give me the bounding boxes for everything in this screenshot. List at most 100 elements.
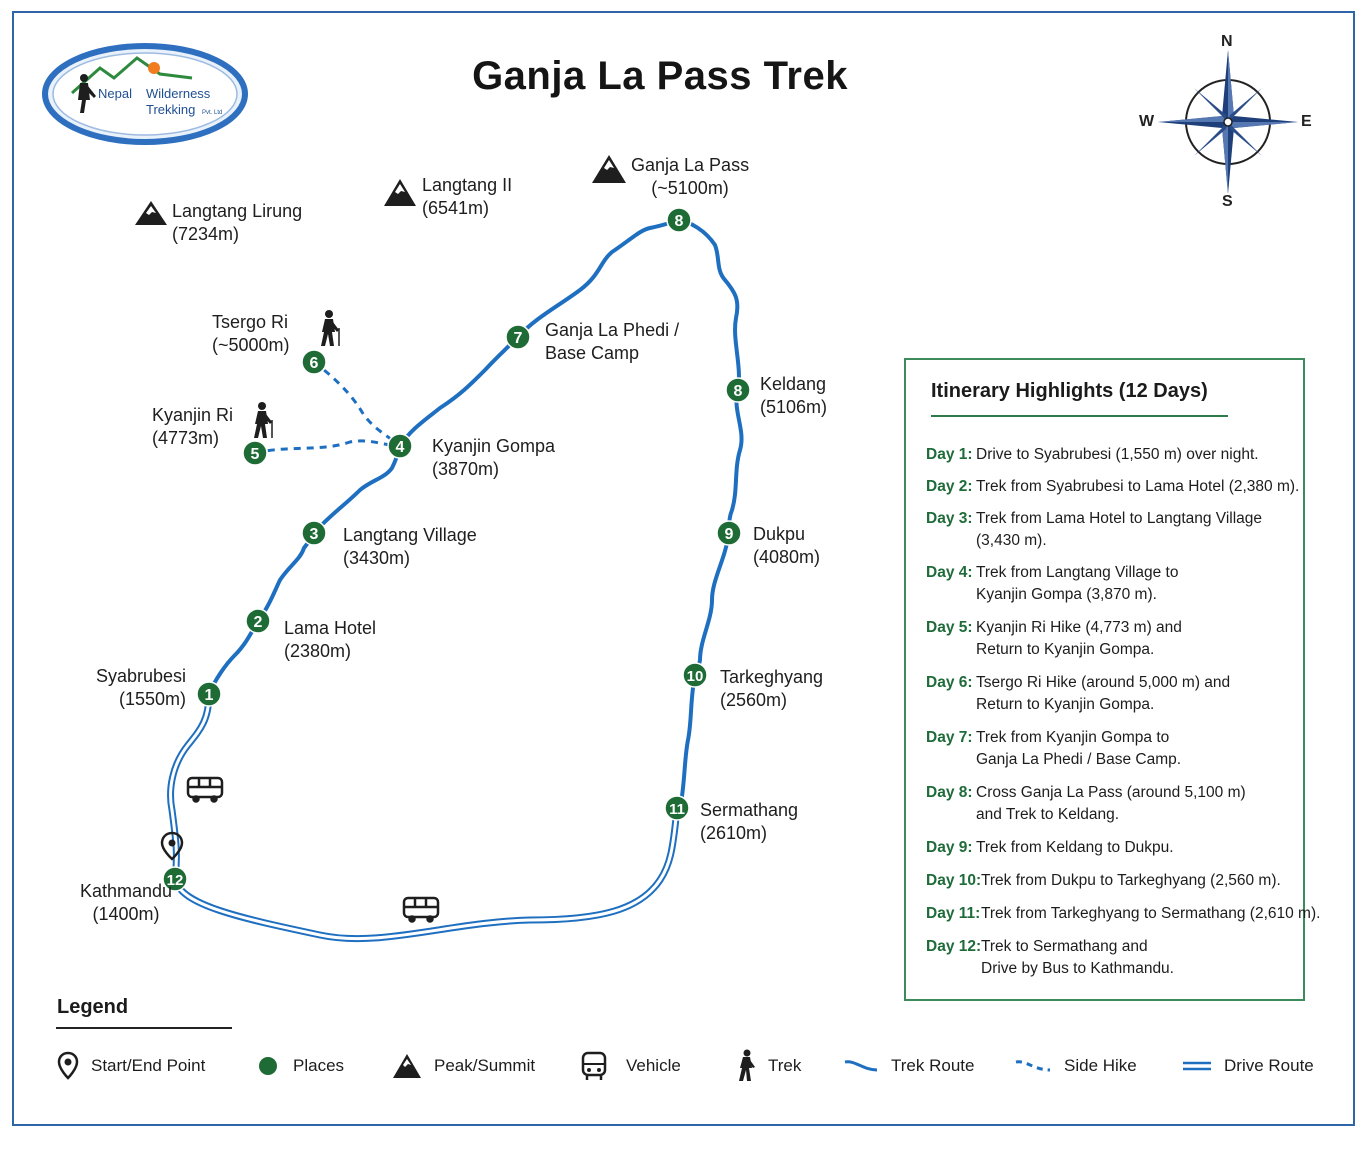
itinerary-day-3: Day 3:Trek from Lama Hotel to Langtang V… xyxy=(926,508,1262,552)
itinerary-day-label: Day 10: xyxy=(926,872,982,889)
trek-route-line-icon xyxy=(844,1060,878,1072)
stop-label-dukpu: Dukpu(4080m) xyxy=(753,524,821,567)
compass-east-label: E xyxy=(1301,113,1312,130)
peak-icon xyxy=(393,1054,421,1078)
stop-marker-8-pass: 8 xyxy=(666,207,692,233)
legend-item-vehicle: Vehicle xyxy=(580,1046,681,1086)
itinerary-day-text: Trek from Kyanjin Gompa to Ganja La Phed… xyxy=(976,729,1182,768)
stop-number: 8 xyxy=(734,383,743,400)
stop-number: 3 xyxy=(310,526,319,543)
stop-number: 5 xyxy=(251,446,260,463)
compass-north-label: N xyxy=(1221,33,1233,50)
stop-marker-3: 3 xyxy=(301,520,327,546)
itinerary-day-label: Day 7: xyxy=(926,729,973,746)
side-hike-line-icon xyxy=(1015,1060,1051,1072)
itinerary-day-label: Day 6: xyxy=(926,674,973,691)
map-title: Ganja La Pass Trek xyxy=(472,54,848,98)
itinerary-day-text: Tsergo Ri Hike (around 5,000 m) and Retu… xyxy=(976,674,1231,713)
stop-number: 8 xyxy=(675,213,684,230)
bus-icon xyxy=(186,776,224,803)
itinerary-day-text: Drive to Syabrubesi (1,550 m) over night… xyxy=(976,446,1259,463)
peak-icon xyxy=(592,155,626,183)
itinerary-day-1: Day 1:Drive to Syabrubesi (1,550 m) over… xyxy=(926,444,1259,466)
stop-marker-10: 10 xyxy=(682,662,708,688)
stop-label-ganja-la-phedi: Ganja La Phedi /Base Camp xyxy=(545,320,680,363)
map-frame xyxy=(12,11,1355,1126)
location-pin-icon xyxy=(57,1051,79,1080)
side-hike-route xyxy=(313,360,401,448)
itinerary-panel: Itinerary Highlights (12 Days) Day 1:Dri… xyxy=(904,358,1320,1001)
stop-number: 10 xyxy=(687,668,704,685)
peak-label-langtang-lirung: Langtang Lirung(7234m) xyxy=(172,201,303,244)
stop-number: 7 xyxy=(514,330,523,347)
drive-route-line-icon xyxy=(1183,1061,1211,1071)
itinerary-day-2: Day 2:Trek from Syabrubesi to Lama Hotel… xyxy=(926,476,1299,498)
stop-marker-7: 7 xyxy=(505,324,531,350)
stop-number: 9 xyxy=(725,526,734,543)
itinerary-day-4: Day 4:Trek from Langtang Village to Kyan… xyxy=(926,562,1178,606)
svg-text:Trekking: Trekking xyxy=(146,102,195,117)
itinerary-day-label: Day 11: xyxy=(926,905,981,922)
stop-number: 1 xyxy=(205,687,214,704)
itinerary-day-label: Day 3: xyxy=(926,510,973,527)
stop-marker-2: 2 xyxy=(245,608,271,634)
stop-marker-11: 11 xyxy=(664,795,690,821)
compass-south-label: S xyxy=(1222,193,1233,210)
itinerary-day-text: Kyanjin Ri Hike (4,773 m) and Return to … xyxy=(976,619,1182,658)
itinerary-day-label: Day 8: xyxy=(926,784,973,801)
stop-marker-4: 4 xyxy=(387,433,413,459)
hiker-icon xyxy=(321,310,340,346)
stop-number: 12 xyxy=(167,872,184,889)
trek-route xyxy=(207,217,744,810)
itinerary-day-text: Cross Ganja La Pass (around 5,100 m) and… xyxy=(976,784,1246,823)
itinerary-day-label: Day 9: xyxy=(926,839,973,856)
stop-label-kyanjin-ri: Kyanjin Ri(4773m) xyxy=(152,405,234,448)
bus-icon xyxy=(402,896,440,923)
peak-label-langtang-ii: Langtang II(6541m) xyxy=(422,175,513,218)
itinerary-day-11: Day 11:Trek from Tarkeghyang to Sermatha… xyxy=(926,903,1320,925)
legend-item-peak: Peak/Summit xyxy=(392,1046,535,1086)
itinerary-day-label: Day 2: xyxy=(926,478,973,495)
legend-item-drive-route: Drive Route xyxy=(1182,1046,1314,1086)
svg-text:Nepal: Nepal xyxy=(98,86,132,101)
itinerary-day-6: Day 6:Tsergo Ri Hike (around 5,000 m) an… xyxy=(926,672,1230,716)
stop-number: 6 xyxy=(310,355,319,372)
itinerary-day-12: Day 12:Trek to Sermathang and Drive by B… xyxy=(926,936,1174,980)
hiker-icon xyxy=(739,1049,755,1081)
itinerary-day-10: Day 10:Trek from Dukpu to Tarkeghyang (2… xyxy=(926,870,1281,892)
legend-item-trek: Trek xyxy=(736,1046,801,1086)
stop-marker-6: 6 xyxy=(301,349,327,375)
company-logo: Nepal Wilderness Trekking Pvt. Ltd xyxy=(42,43,248,145)
itinerary-title-underline xyxy=(931,415,1228,417)
legend-title: Legend xyxy=(57,996,129,1018)
itinerary-day-label: Day 12: xyxy=(926,938,982,955)
stop-label-syabrubesi: Syabrubesi(1550m) xyxy=(95,666,186,709)
itinerary-day-label: Day 4: xyxy=(926,564,973,581)
itinerary-day-9: Day 9:Trek from Keldang to Dukpu. xyxy=(926,837,1174,859)
peak-icon xyxy=(135,201,167,225)
svg-text:Pvt. Ltd: Pvt. Ltd xyxy=(202,110,222,116)
stop-label-sermathang: Sermathang(2610m) xyxy=(700,800,799,843)
itinerary-day-5: Day 5:Kyanjin Ri Hike (4,773 m) and Retu… xyxy=(926,617,1182,661)
stop-marker-5: 5 xyxy=(242,440,268,466)
legend-underline xyxy=(56,1027,232,1029)
stop-number: 2 xyxy=(254,614,263,631)
green-dot-icon xyxy=(259,1057,277,1075)
itinerary-day-text: Trek from Dukpu to Tarkeghyang (2,560 m)… xyxy=(981,872,1281,889)
stop-label-tarkeghyang: Tarkeghyang(2560m) xyxy=(720,667,824,710)
itinerary-day-text: Trek to Sermathang and Drive by Bus to K… xyxy=(981,938,1174,977)
stop-marker-9: 9 xyxy=(716,520,742,546)
itinerary-day-text: Trek from Langtang Village to Kyanjin Go… xyxy=(976,564,1179,603)
stop-label-langtang-village: Langtang Village(3430m) xyxy=(343,525,477,568)
peak-icon xyxy=(384,179,416,206)
stop-label-tsergo-ri: Tsergo Ri(~5000m) xyxy=(212,312,290,355)
stop-marker-12: 12 xyxy=(162,866,188,892)
stop-label-kathmandu: Kathmandu(1400m) xyxy=(80,881,173,924)
itinerary-day-text: Trek from Syabrubesi to Lama Hotel (2,38… xyxy=(976,478,1300,495)
drive-route xyxy=(167,693,681,943)
itinerary-title: Itinerary Highlights (12 Days) xyxy=(931,380,1208,402)
itinerary-day-text: Trek from Lama Hotel to Langtang Village… xyxy=(976,510,1263,549)
stop-number: 4 xyxy=(396,439,405,456)
side-hike-route xyxy=(254,439,401,455)
itinerary-day-label: Day 1: xyxy=(926,446,973,463)
